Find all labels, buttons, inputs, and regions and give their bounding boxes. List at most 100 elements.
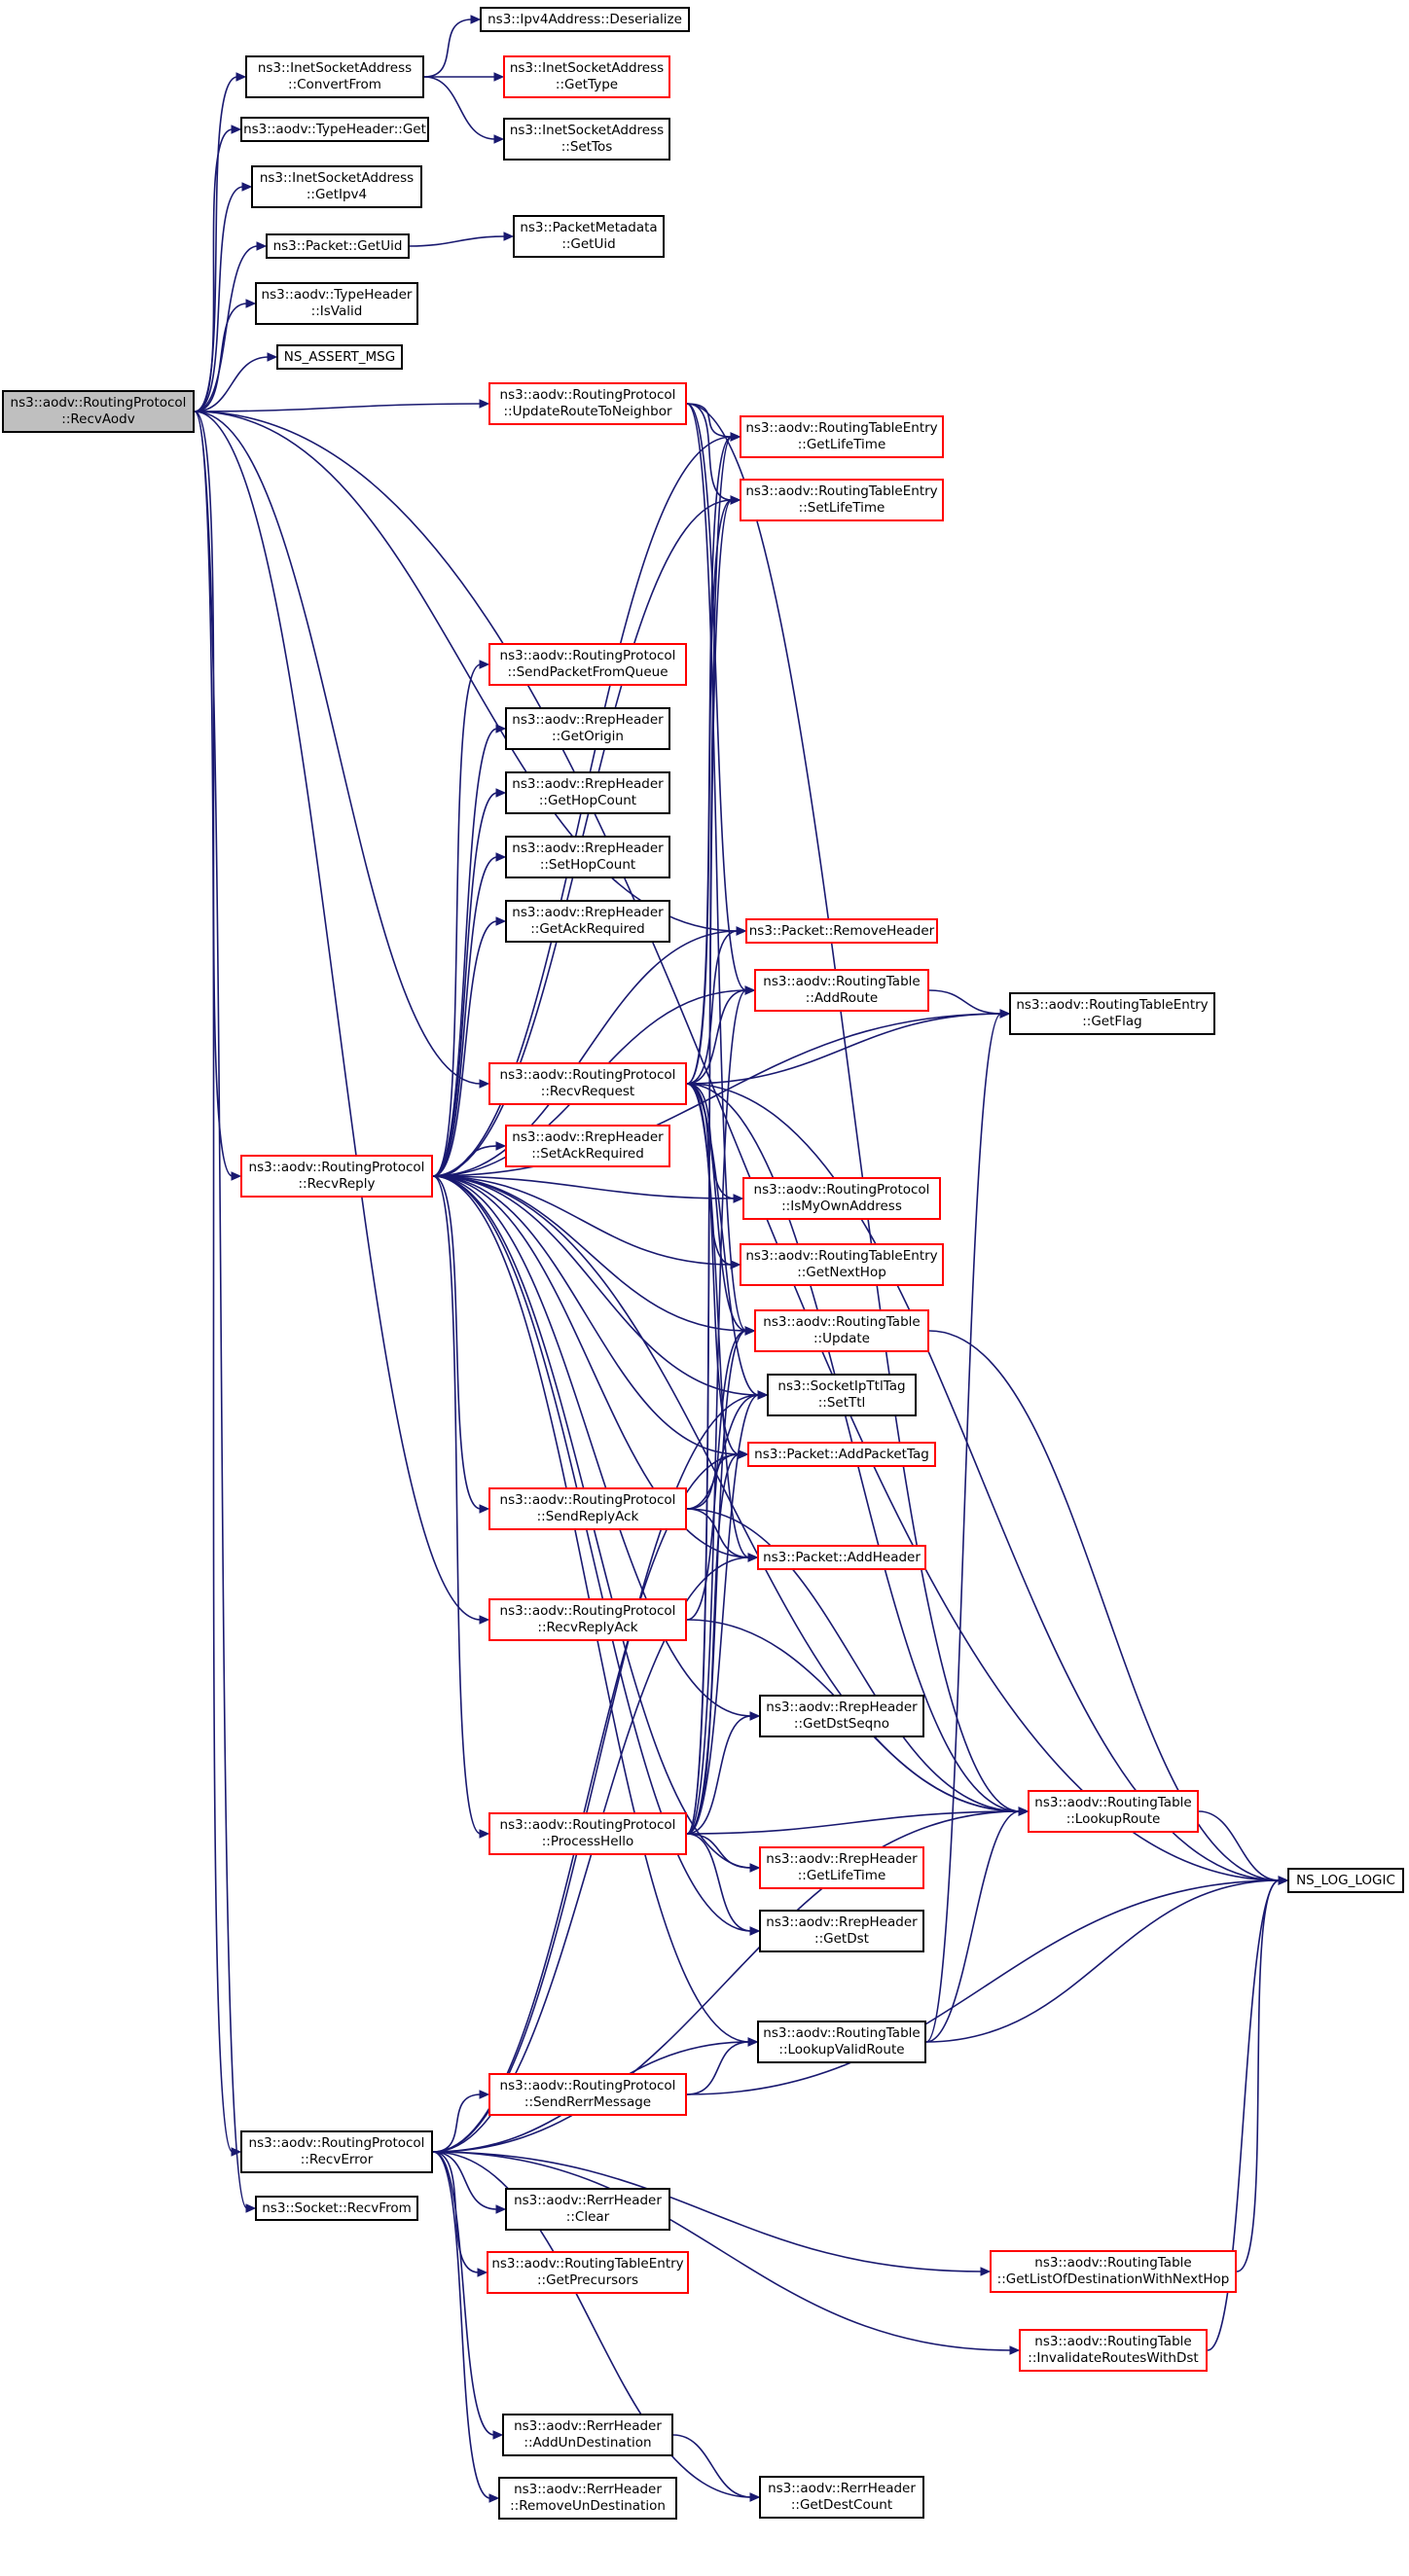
node-recv-reply[interactable]: ns3::aodv::RoutingProtocol ::RecvReply [240,1155,433,1198]
node-rt-update[interactable]: ns3::aodv::RoutingTable ::Update [754,1309,929,1352]
edge-recv_reply-to-rrep_get_hop_count [432,792,498,1177]
node-rerr-get-dest-count[interactable]: ns3::aodv::RerrHeader ::GetDestCount [759,2476,924,2519]
node-rte-set-life-time-line1: ns3::aodv::RoutingTableEntry [745,483,938,499]
edge-recv_aodv-to-ns_log_logic [194,411,1281,1881]
node-rt-lookup-route[interactable]: ns3::aodv::RoutingTable ::LookupRoute [1028,1790,1199,1833]
edge-process_hello-to-packet_add_packet_tag [686,1453,741,1835]
edge-recv_reply-to-rt_update [432,1175,747,1332]
edge-rt_lookup_valid_route-to-rt_lookup_route [925,1810,1021,2043]
node-rte-set-life-time[interactable]: ns3::aodv::RoutingTableEntry ::SetLifeTi… [740,479,944,521]
node-rt-get-list-of-destination-with-next-hop[interactable]: ns3::aodv::RoutingTable ::GetListOfDesti… [990,2250,1237,2293]
node-rerr-clear[interactable]: ns3::aodv::RerrHeader ::Clear [505,2188,670,2231]
node-packet-metadata-get-uid-line1: ns3::PacketMetadata [520,220,658,235]
node-rrep-get-ack-required[interactable]: ns3::aodv::RrepHeader ::GetAckRequired [505,900,670,943]
edge-rt_update-to-ns_log_logic [928,1330,1281,1881]
node-type-header-is-valid[interactable]: ns3::aodv::TypeHeader ::IsValid [255,282,418,325]
node-is-my-own-address[interactable]: ns3::aodv::RoutingProtocol ::IsMyOwnAddr… [742,1177,941,1220]
node-rte-get-life-time[interactable]: ns3::aodv::RoutingTableEntry ::GetLifeTi… [740,415,944,458]
node-packet-add-header[interactable]: ns3::Packet::AddHeader [757,1545,926,1570]
node-inet-get-ipv4[interactable]: ns3::InetSocketAddress ::GetIpv4 [251,165,422,208]
node-ns-log-logic[interactable]: NS_LOG_LOGIC [1287,1868,1404,1893]
node-socket-ip-ttl-tag-set-ttl[interactable]: ns3::SocketIpTtlTag ::SetTtl [767,1374,917,1416]
node-rrep-get-life-time[interactable]: ns3::aodv::RrepHeader ::GetLifeTime [759,1846,924,1889]
edge-arrowhead-recv_aodv-to-recv_reply_ack [479,1615,490,1625]
node-packet-get-uid[interactable]: ns3::Packet::GetUid [266,233,410,259]
node-rerr-clear-line1: ns3::aodv::RerrHeader [514,2193,662,2208]
node-process-hello[interactable]: ns3::aodv::RoutingProtocol ::ProcessHell… [488,1812,687,1855]
edge-arrowhead-process_hello-to-rrep_get_dst [749,1926,761,1936]
edge-arrowhead-recv_reply-to-rrep_get_hop_count [495,788,507,798]
node-rt-add-route[interactable]: ns3::aodv::RoutingTable ::AddRoute [754,969,929,1012]
edge-update_route_to_neighbor-to-rt_update [686,403,747,1332]
node-packet-remove-header[interactable]: ns3::Packet::RemoveHeader [745,918,938,944]
node-rrep-get-ack-required-line2: ::GetAckRequired [530,921,645,937]
node-inet-set-tos[interactable]: ns3::InetSocketAddress ::SetTos [503,118,670,161]
node-recv-aodv-line2: ::RecvAodv [61,411,135,427]
node-ns-log-logic-line1: NS_LOG_LOGIC [1296,1872,1395,1888]
node-packet-add-packet-tag[interactable]: ns3::Packet::AddPacketTag [747,1442,936,1467]
node-inet-convert-from[interactable]: ns3::InetSocketAddress ::ConvertFrom [245,55,424,98]
node-ns-assert-msg[interactable]: NS_ASSERT_MSG [276,344,403,370]
node-rerr-remove-un-destination[interactable]: ns3::aodv::RerrHeader ::RemoveUnDestinat… [498,2477,677,2520]
node-rte-get-flag-line1: ns3::aodv::RoutingTableEntry [1016,997,1209,1013]
edge-rt_lookup_valid_route-to-ns_log_logic [925,1879,1281,2043]
node-rt-add-route-line2: ::AddRoute [805,990,879,1006]
node-rrep-set-ack-required[interactable]: ns3::aodv::RrepHeader ::SetAckRequired [505,1125,670,1167]
edge-rt_invalidate_routes_with_dst-to-ns_log_logic [1207,1879,1281,2351]
node-send-rerr-message[interactable]: ns3::aodv::RoutingProtocol ::SendRerrMes… [488,2073,687,2116]
edge-process_hello-to-rte_set_life_time [686,499,733,1835]
edge-arrowhead-recv_reply-to-rrep_set_hop_count [495,852,507,862]
edge-recv_reply-to-packet_add_header [432,1175,750,1558]
node-socket-recv-from[interactable]: ns3::Socket::RecvFrom [255,2196,418,2221]
node-recv-reply-ack[interactable]: ns3::aodv::RoutingProtocol ::RecvReplyAc… [488,1598,687,1641]
node-rrep-set-hop-count[interactable]: ns3::aodv::RrepHeader ::SetHopCount [505,836,670,878]
node-rt-invalidate-routes-with-dst[interactable]: ns3::aodv::RoutingTable ::InvalidateRout… [1019,2329,1208,2372]
edge-update_route_to_neighbor-to-rt_add_route [686,403,747,991]
edge-arrowhead-recv_error-to-rerr_remove_un_destination [488,2493,500,2503]
node-type-header-is-valid-line1: ns3::aodv::TypeHeader [261,287,413,303]
edge-arrowhead-recv_error-to-rerr_clear [495,2204,507,2214]
node-rrep-get-ack-required-line1: ns3::aodv::RrepHeader [512,905,664,920]
edge-arrowhead-rt_invalidate_routes_with_dst-to-ns_log_logic [1278,1876,1289,1885]
node-rt-lookup-valid-route[interactable]: ns3::aodv::RoutingTable ::LookupValidRou… [757,2021,926,2063]
node-recv-request[interactable]: ns3::aodv::RoutingProtocol ::RecvRequest [488,1062,687,1105]
node-rte-get-next-hop-line2: ::GetNextHop [797,1265,886,1280]
edge-arrowhead-process_hello-to-rrep_get_dst_seqno [749,1711,761,1721]
node-is-my-own-address-line2: ::IsMyOwnAddress [781,1199,902,1214]
node-recv-aodv[interactable]: ns3::aodv::RoutingProtocol ::RecvAodv [2,390,195,433]
edge-packet_get_uid-to-packet_metadata_get_uid [409,235,506,247]
edge-arrowhead-recv_aodv-to-update_route_to_neighbor [479,399,490,409]
node-rte-get-flag[interactable]: ns3::aodv::RoutingTableEntry ::GetFlag [1009,992,1215,1035]
edge-recv_error-to-rerr_add_un_destination [432,2151,495,2436]
node-recv-error[interactable]: ns3::aodv::RoutingProtocol ::RecvError [240,2130,433,2173]
node-send-rerr-message-line2: ::SendRerrMessage [524,2094,652,2110]
node-rrep-set-hop-count-line2: ::SetHopCount [539,857,636,873]
edge-recv_reply-to-rrep_get_dst_seqno [432,1175,752,1717]
node-recv-reply-line2: ::RecvReply [298,1176,376,1192]
node-rerr-add-un-destination[interactable]: ns3::aodv::RerrHeader ::AddUnDestination [502,2414,673,2456]
node-rte-get-next-hop[interactable]: ns3::aodv::RoutingTableEntry ::GetNextHo… [740,1243,944,1286]
node-send-reply-ack[interactable]: ns3::aodv::RoutingProtocol ::SendReplyAc… [488,1487,687,1530]
node-send-packet-from-queue[interactable]: ns3::aodv::RoutingProtocol ::SendPacketF… [488,643,687,686]
node-rrep-get-hop-count[interactable]: ns3::aodv::RrepHeader ::GetHopCount [505,771,670,814]
edge-arrowhead-process_hello-to-rt_add_route [744,985,756,995]
node-rrep-get-hop-count-line2: ::GetHopCount [538,793,637,808]
edge-arrowhead-recv_reply-to-rrep_get_ack_required [495,916,507,926]
node-rrep-get-dst-seqno[interactable]: ns3::aodv::RrepHeader ::GetDstSeqno [759,1695,924,1737]
node-ipv4-deserialize[interactable]: ns3::Ipv4Address::Deserialize [480,7,690,32]
node-rrep-get-dst[interactable]: ns3::aodv::RrepHeader ::GetDst [759,1910,924,1952]
edge-recv_aodv-to-ns_assert_msg [194,356,270,412]
node-rrep-get-origin[interactable]: ns3::aodv::RrepHeader ::GetOrigin [505,707,670,750]
edge-arrowhead-process_hello-to-rt_update [744,1326,756,1336]
edge-recv_reply-to-rte_get_next_hop [432,1175,733,1266]
edge-rt_get_list_of_destination_with_next_hop-to-ns_log_logic [1236,1879,1281,2272]
node-update-route-to-neighbor[interactable]: ns3::aodv::RoutingProtocol ::UpdateRoute… [488,382,687,425]
edge-arrowhead-recv_aodv-to-socket_recv_from [245,2203,257,2213]
edge-arrowhead-inet_convert_from-to-ipv4_deserialize [470,15,482,24]
node-packet-metadata-get-uid[interactable]: ns3::PacketMetadata ::GetUid [513,215,665,258]
edge-arrowhead-recv_error-to-rerr_add_un_destination [492,2430,504,2440]
edge-recv_error-to-rerr_remove_un_destination [432,2151,491,2499]
node-inet-get-type[interactable]: ns3::InetSocketAddress ::GetType [503,55,670,98]
node-rte-get-precursors[interactable]: ns3::aodv::RoutingTableEntry ::GetPrecur… [487,2251,689,2294]
node-type-header-get[interactable]: ns3::aodv::TypeHeader::Get [240,117,429,142]
